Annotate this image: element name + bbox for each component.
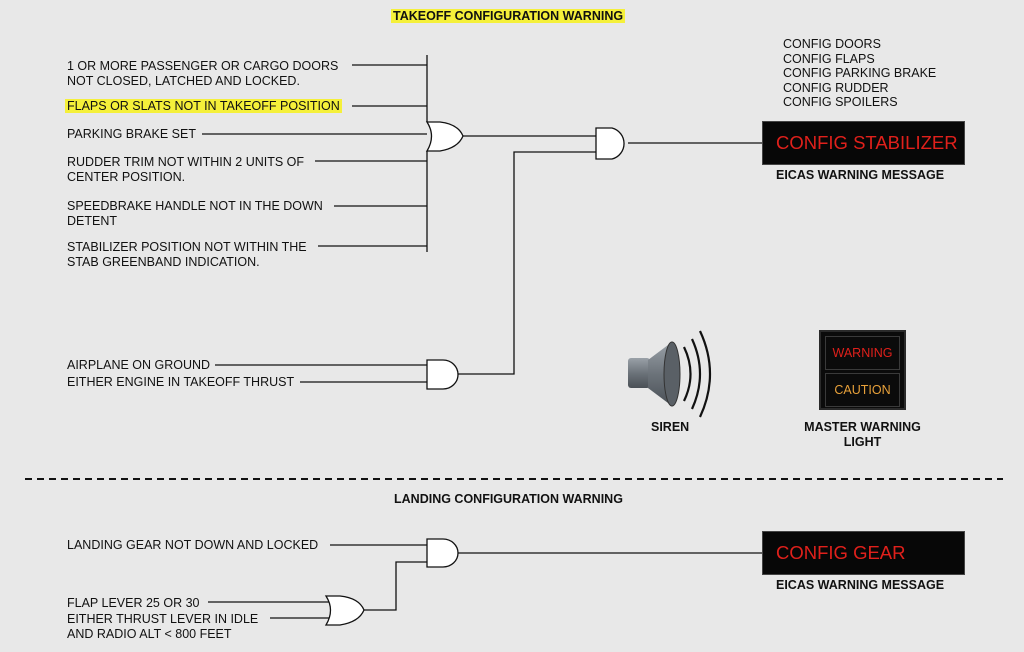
- input-stabilizer: STABILIZER POSITION NOT WITHIN THE STAB …: [67, 240, 307, 269]
- input-doors: 1 OR MORE PASSENGER OR CARGO DOORS NOT C…: [67, 59, 339, 88]
- or-gate-landing: [324, 595, 365, 626]
- input-flap-lever: FLAP LEVER 25 OR 30: [67, 596, 200, 610]
- config-parking-brake-text: CONFIG PARKING BRAKE: [783, 66, 937, 80]
- and-gate-takeoff: [595, 127, 625, 160]
- and-gate-ground: [426, 359, 459, 390]
- input-parking-brake: PARKING BRAKE SET: [67, 127, 196, 141]
- eicas-message-takeoff: CONFIG STABILIZER: [776, 132, 958, 153]
- or-gate-takeoff: [425, 121, 464, 152]
- input-airplane-on-ground: AIRPLANE ON GROUND: [67, 358, 211, 372]
- input-landing-gear: LANDING GEAR NOT DOWN AND LOCKED: [67, 538, 319, 552]
- and-gate-landing: [426, 538, 459, 568]
- input-flaps: FLAPS OR SLATS NOT IN TAKEOFF POSITION: [65, 99, 342, 113]
- config-spoilers-text: CONFIG SPOILERS: [783, 95, 898, 109]
- eicas-caption-takeoff: EICAS WARNING MESSAGE: [776, 168, 945, 182]
- input-speedbrake: SPEEDBRAKE HANDLE NOT IN THE DOWN DETENT: [67, 199, 323, 228]
- input-engine-takeoff-thrust: EITHER ENGINE IN TAKEOFF THRUST: [67, 375, 295, 389]
- eicas-message-landing: CONFIG GEAR: [776, 542, 906, 563]
- siren-label: SIREN: [651, 420, 690, 434]
- config-flaps-text: CONFIG FLAPS: [783, 51, 875, 66]
- eicas-display-takeoff: CONFIG STABILIZER: [762, 121, 965, 165]
- eicas-display-landing: CONFIG GEAR: [762, 531, 965, 575]
- landing-section-title: LANDING CONFIGURATION WARNING: [394, 492, 623, 506]
- takeoff-section-title: TAKEOFF CONFIGURATION WARNING: [391, 9, 626, 23]
- warning-lamp: WARNING: [825, 336, 900, 370]
- caution-lamp: CAUTION: [825, 373, 900, 407]
- master-warning-label: MASTER WARNING LIGHT: [804, 420, 921, 449]
- config-rudder-text: CONFIG RUDDER: [783, 80, 889, 95]
- eicas-caption-landing: EICAS WARNING MESSAGE: [776, 578, 945, 592]
- config-doors-text: CONFIG DOORS: [783, 37, 881, 51]
- master-warning-light: WARNING CAUTION: [819, 330, 906, 410]
- siren-icon: [628, 330, 712, 418]
- input-thrust-idle-radio-alt: EITHER THRUST LEVER IN IDLE AND RADIO AL…: [67, 612, 259, 641]
- input-rudder-trim: RUDDER TRIM NOT WITHIN 2 UNITS OF CENTER…: [67, 155, 305, 184]
